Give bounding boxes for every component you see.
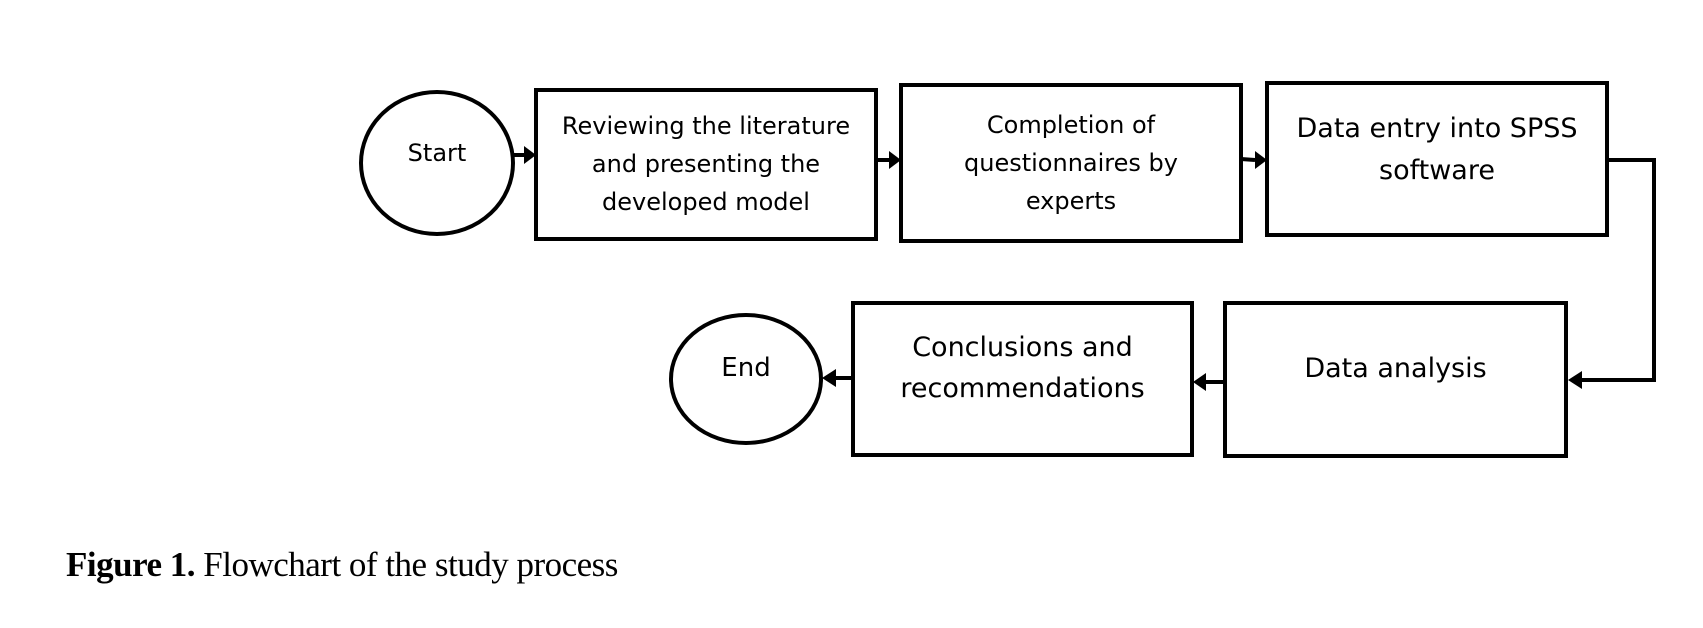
completion-box [899, 83, 1243, 243]
conclusions-label: Conclusions and recommendations [900, 332, 1145, 404]
arrow-completion-to-entry [1240, 157, 1256, 162]
end-label: End [721, 353, 771, 383]
figure-caption: Figure 1. Flowchart of the study process [66, 545, 618, 585]
review-box [534, 88, 878, 241]
arrowhead-completion-to-entry [1255, 151, 1267, 169]
completion-label: Completion of questionnaires by experts [964, 111, 1178, 215]
figure-caption-text: Flowchart of the study process [203, 545, 618, 584]
arrowhead-analysis-to-conclusions [1193, 373, 1206, 391]
data-entry-box [1265, 81, 1609, 237]
start-label: Start [407, 139, 467, 167]
analysis-label: Data analysis [1304, 352, 1487, 384]
start-node [359, 90, 515, 236]
arrowhead-conclusions-to-end [822, 369, 836, 387]
arrowhead-entry-to-analysis [1568, 371, 1582, 389]
figure-caption-label: Figure 1. [66, 545, 196, 584]
arrowhead-review-to-completion [889, 151, 901, 169]
conclusions-box [851, 301, 1194, 457]
arrow-entry-to-analysis [1580, 158, 1656, 382]
review-label: Reviewing the literature and presenting … [561, 112, 851, 216]
analysis-box [1223, 301, 1568, 458]
data-entry-label: Data entry into SPSS software [1296, 113, 1578, 186]
end-node [669, 313, 823, 445]
arrowhead-start-to-review [524, 146, 536, 164]
